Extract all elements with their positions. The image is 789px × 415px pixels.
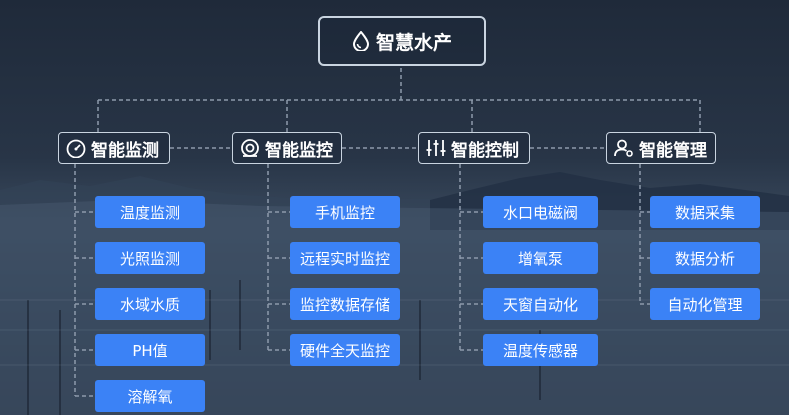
leaf-mobile-monitoring: 手机监控	[290, 196, 400, 228]
gauge-icon	[65, 138, 87, 158]
root-node: 智慧水产	[318, 16, 486, 66]
category-control: 智能控制	[418, 132, 530, 164]
leaf-monitoring-data-storage: 监控数据存储	[290, 288, 400, 320]
leaf-water-quality: 水域水质	[95, 288, 205, 320]
leaf-data-analysis: 数据分析	[650, 242, 760, 274]
leaf-light-monitoring: 光照监测	[95, 242, 205, 274]
user-gear-icon	[613, 138, 635, 158]
category-label: 智能监控	[265, 140, 333, 161]
category-management: 智能管理	[606, 132, 716, 164]
leaf-remote-realtime-monitoring: 远程实时监控	[290, 242, 400, 274]
leaf-dissolved-oxygen: 溶解氧	[95, 380, 205, 412]
leaf-skylight-automation: 天窗自动化	[483, 288, 598, 320]
water-drop-icon	[352, 31, 370, 51]
category-label: 智能监测	[91, 140, 159, 161]
sliders-icon	[425, 138, 447, 158]
leaf-water-solenoid-valve: 水口电磁阀	[483, 196, 598, 228]
leaf-temperature-sensor: 温度传感器	[483, 334, 598, 366]
category-monitoring: 智能监测	[58, 132, 170, 164]
leaf-hardware-allday-monitoring: 硬件全天监控	[290, 334, 400, 366]
leaf-temperature-monitoring: 温度监测	[95, 196, 205, 228]
category-label: 智能管理	[639, 140, 707, 161]
category-surveillance: 智能监控	[232, 132, 342, 164]
leaf-data-collection: 数据采集	[650, 196, 760, 228]
leaf-ph-value: PH值	[95, 334, 205, 366]
category-label: 智能控制	[451, 140, 519, 161]
leaf-automated-management: 自动化管理	[650, 288, 760, 320]
root-label: 智慧水产	[375, 31, 452, 54]
camera-icon	[239, 138, 261, 158]
leaf-aerator-pump: 增氧泵	[483, 242, 598, 274]
